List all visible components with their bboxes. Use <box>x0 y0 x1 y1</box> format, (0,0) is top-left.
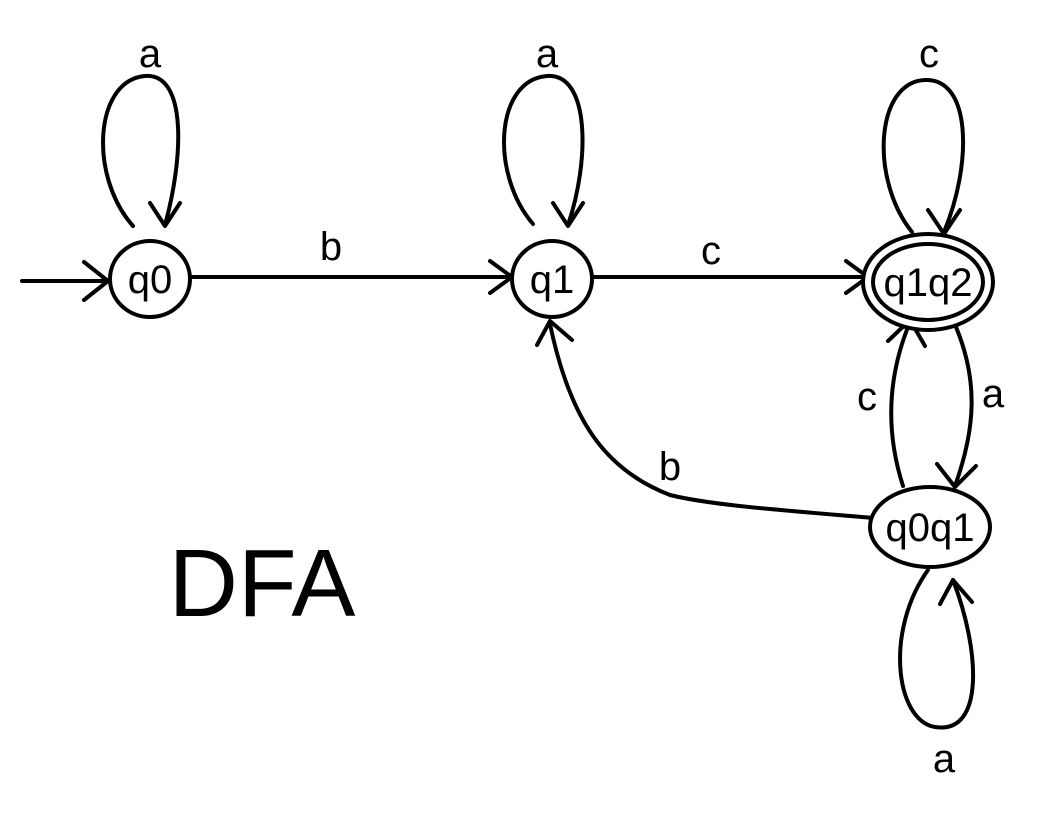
edge-q0q1-self-loop <box>898 568 976 730</box>
edge-q0-to-q1 <box>188 259 514 295</box>
edge-q1-to-q1q2 <box>590 259 870 295</box>
edge-q0q1-to-q1 <box>535 319 875 520</box>
edge-q1q2-self-loop <box>881 77 965 236</box>
state-q1q2-label: q1q2 <box>884 261 973 305</box>
label-q0q1-to-q1: b <box>659 445 681 489</box>
state-q0-label: q0 <box>128 258 173 302</box>
edge-q1q2-to-q0q1 <box>935 318 978 489</box>
label-q0q1-self-loop: a <box>933 737 956 781</box>
state-q1q2-accept: q1q2 <box>861 232 995 332</box>
state-q0q1: q0q1 <box>868 485 992 569</box>
edge-q1-self-loop <box>502 73 585 228</box>
label-q0-to-q1: b <box>320 225 342 269</box>
start-arrow <box>20 260 110 302</box>
label-q1-self-loop: a <box>536 32 559 76</box>
state-q1-label: q1 <box>530 258 575 302</box>
state-q1: q1 <box>510 239 594 319</box>
label-q1q2-self-loop: c <box>919 32 939 76</box>
label-q1q2-to-q0q1: a <box>982 372 1005 416</box>
state-q0q1-label: q0q1 <box>886 506 975 550</box>
label-q0-self-loop: a <box>139 32 162 76</box>
state-q0: q0 <box>108 239 192 319</box>
edge-q0-self-loop <box>101 73 182 228</box>
label-q0q1-to-q1q2: c <box>857 375 877 419</box>
diagram-caption: DFA <box>169 530 356 637</box>
label-q1-to-q1q2: c <box>701 229 721 273</box>
edge-q0q1-to-q1q2 <box>886 318 927 488</box>
